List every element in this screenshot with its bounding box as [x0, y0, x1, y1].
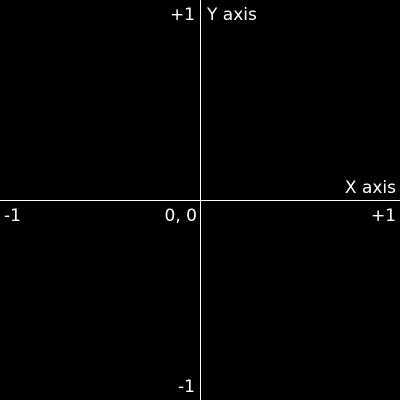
y-axis-min-label: -1 [178, 377, 195, 397]
y-axis-line [200, 0, 201, 400]
origin-label: 0, 0 [164, 206, 197, 226]
x-axis-min-label: -1 [4, 206, 21, 226]
y-axis-max-label: +1 [169, 5, 195, 25]
x-axis-title: X axis [344, 178, 396, 198]
x-axis-max-label: +1 [370, 206, 396, 226]
y-axis-title: Y axis [207, 5, 257, 25]
